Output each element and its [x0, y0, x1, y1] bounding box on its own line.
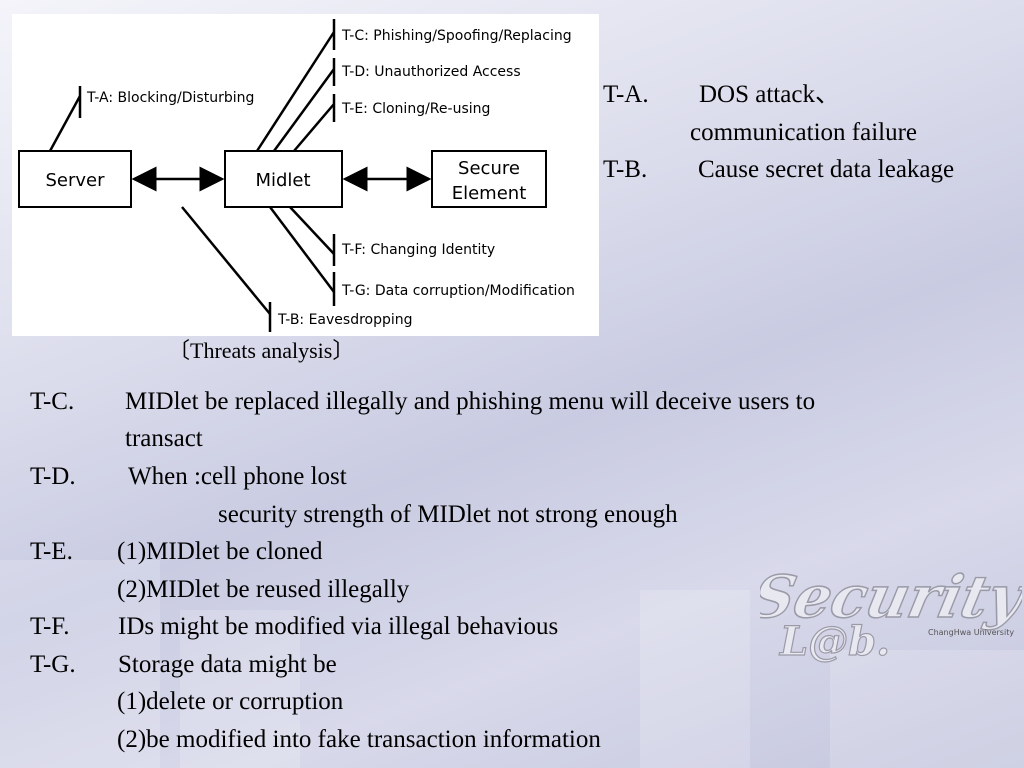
td-code: T-D.	[30, 463, 76, 490]
threat-label-te: T-E: Cloning/Re-using	[341, 101, 490, 117]
background-tile	[0, 560, 160, 768]
midlet-label: Midlet	[255, 170, 310, 191]
secure-element-box	[431, 150, 547, 208]
td-line2: security strength of MIDlet not strong e…	[218, 501, 678, 528]
tf-line1: IDs might be modified via illegal behavi…	[118, 613, 559, 640]
threat-line-tf	[289, 206, 335, 255]
threat-label-tg: T-G: Data corruption/Modification	[341, 283, 575, 299]
background-tile	[640, 590, 750, 768]
threat-label-tc: T-C: Phishing/Spoofing/Replacing	[341, 28, 572, 44]
background-tile	[180, 610, 300, 768]
tf-code: T-F.	[30, 613, 70, 640]
tg-code: T-G.	[30, 651, 76, 678]
secure-element-label-2: Element	[452, 183, 527, 204]
tg-line3: (2)be modified into fake transaction inf…	[117, 726, 601, 753]
te-line1: (1)MIDlet be cloned	[117, 538, 323, 565]
threat-line-tg	[269, 206, 335, 293]
logo-word-security: Security	[760, 563, 1022, 631]
tb-code: T-B.	[603, 156, 648, 183]
threat-line-ta	[48, 95, 82, 152]
ta-code: T-A.	[603, 81, 649, 108]
threat-line-td	[272, 68, 336, 152]
threat-label-tf: T-F: Changing Identity	[341, 242, 495, 258]
tb-text: Cause secret data leakage	[698, 156, 955, 183]
threat-label-td: T-D: Unauthorized Access	[341, 64, 521, 80]
ta-line1: DOS attack、	[699, 81, 840, 108]
tg-line1: Storage data might be	[118, 651, 337, 678]
tg-line2: (1)delete or corruption	[117, 688, 344, 715]
threat-line-tc	[255, 31, 336, 152]
server-box	[18, 150, 132, 208]
te-line2: (2)MIDlet be reused illegally	[117, 576, 410, 603]
td-line1: When :cell phone lost	[128, 463, 347, 490]
tc-line1: MIDlet be replaced illegally and phishin…	[125, 388, 816, 415]
threat-line-te	[293, 103, 335, 152]
logo-word-lab: L@b.	[779, 618, 890, 665]
threat-line-tb	[181, 206, 271, 315]
te-code: T-E.	[30, 538, 73, 565]
midlet-box	[224, 150, 343, 208]
secure-element-label-1: Secure	[458, 158, 520, 179]
threat-diagram: Server Midlet Secure Element T-A: Blocki…	[12, 14, 599, 336]
server-label: Server	[45, 170, 105, 191]
security-lab-logo-icon: Security L@b. ChangHwa University	[760, 562, 1022, 665]
threat-label-ta: T-A: Blocking/Disturbing	[86, 90, 254, 106]
diagram-caption: 〔Threats analysis〕	[168, 338, 355, 363]
threat-diagram-svg: Server Midlet Secure Element T-A: Blocki…	[18, 19, 575, 332]
logo-org: ChangHwa University	[928, 628, 1014, 637]
tc-code: T-C.	[30, 388, 75, 415]
tc-line2: transact	[125, 425, 203, 452]
background-tile	[830, 650, 1024, 768]
ta-line2: communication failure	[690, 119, 918, 146]
threat-label-tb: T-B: Eavesdropping	[277, 312, 413, 328]
